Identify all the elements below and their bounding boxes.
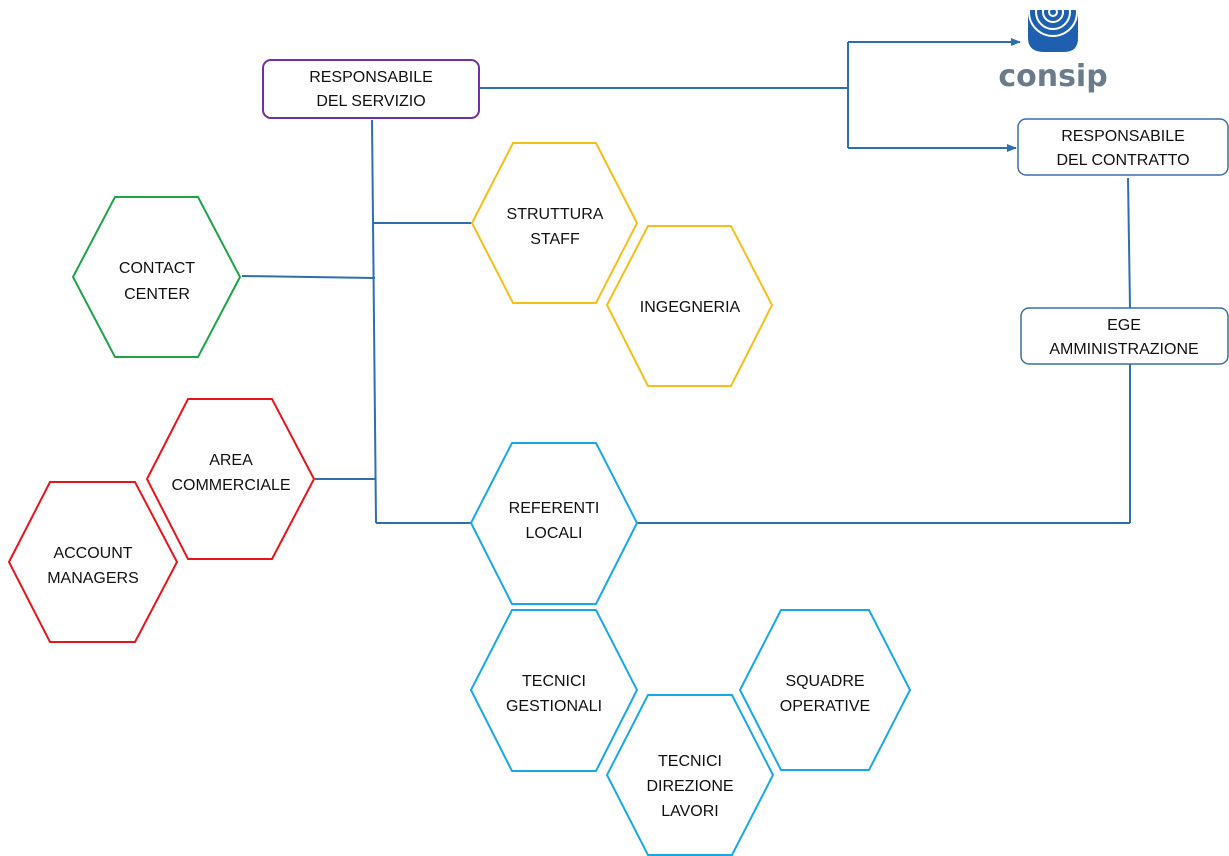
hexagon-tecnici-gestionali-line1: TECNICI (522, 673, 586, 690)
hexagon-ingegneria: INGEGNERIA (605, 225, 774, 387)
box-responsabile-servizio: RESPONSABILE DEL SERVIZIO (262, 59, 480, 119)
box-responsabile-contratto-line1: RESPONSABILE (1061, 128, 1185, 145)
hexagon-tecnici-direzione-lavori-line2: DIREZIONE (646, 778, 733, 795)
hexagon-tecnici-direzione-lavori-line3: LAVORI (661, 803, 719, 820)
hexagon-referenti-locali-line2: LOCALI (526, 525, 583, 542)
hexagon-struttura-staff-line1: STRUTTURA (507, 206, 604, 223)
hexagon-squadre-operative-line1: SQUADRE (785, 673, 864, 690)
hexagon-account-managers-line1: ACCOUNT (53, 545, 132, 562)
hexagon-area-commerciale-line1: AREA (209, 452, 253, 469)
hexagon-struttura-staff: STRUTTURA STAFF (470, 142, 639, 304)
hexagon-tecnici-direzione-lavori-line1: TECNICI (658, 753, 722, 770)
box-ege-amministrazione: EGE AMMINISTRAZIONE (1020, 307, 1229, 365)
hexagon-tecnici-gestionali: TECNICI GESTIONALI (469, 609, 639, 772)
hexagon-tecnici-direzione-lavori: TECNICI DIREZIONE LAVORI (605, 694, 775, 856)
hexagon-referenti-locali: REFERENTI LOCALI (469, 442, 639, 605)
concentric-circles-logo-icon (1028, 0, 1078, 52)
hexagon-struttura-staff-line2: STAFF (530, 231, 580, 248)
hexagon-contact-center-line1: CONTACT (119, 260, 195, 277)
box-responsabile-contratto: RESPONSABILE DEL CONTRATTO (1017, 118, 1229, 176)
connector-trunk-vertical (371, 119, 377, 524)
box-ege-amministrazione-line2: AMMINISTRAZIONE (1049, 341, 1198, 358)
hexagon-referenti-locali-line1: REFERENTI (509, 500, 600, 517)
box-responsabile-servizio-line1: RESPONSABILE (309, 69, 433, 86)
hexagon-squadre-operative-line2: OPERATIVE (780, 698, 870, 715)
connector-contratto-to-ege (1127, 177, 1131, 309)
hexagon-contact-center-line2: CENTER (124, 286, 190, 303)
connectors (241, 38, 1131, 524)
hexagon-area-commerciale: AREA COMMERCIALE (145, 398, 316, 560)
box-responsabile-contratto-line2: DEL CONTRATTO (1056, 152, 1189, 169)
hexagon-area-commerciale-line2: COMMERCIALE (171, 477, 290, 494)
hexagon-squadre-operative: SQUADRE OPERATIVE (738, 609, 912, 771)
box-responsabile-servizio-line2: DEL SERVIZIO (316, 93, 425, 110)
hexagon-account-managers-line2: MANAGERS (47, 570, 139, 587)
connector-to-contact-center (241, 275, 376, 279)
hexagon-contact-center: CONTACT CENTER (71, 196, 242, 358)
hexagon-ingegneria-line1: INGEGNERIA (640, 299, 741, 316)
consip-logo-text: consip (998, 59, 1107, 94)
hexagon-account-managers: ACCOUNT MANAGERS (7, 481, 179, 643)
hexagon-tecnici-gestionali-line2: GESTIONALI (506, 698, 602, 715)
consip-logo: consip (998, 0, 1108, 94)
box-ege-amministrazione-line1: EGE (1107, 317, 1141, 334)
